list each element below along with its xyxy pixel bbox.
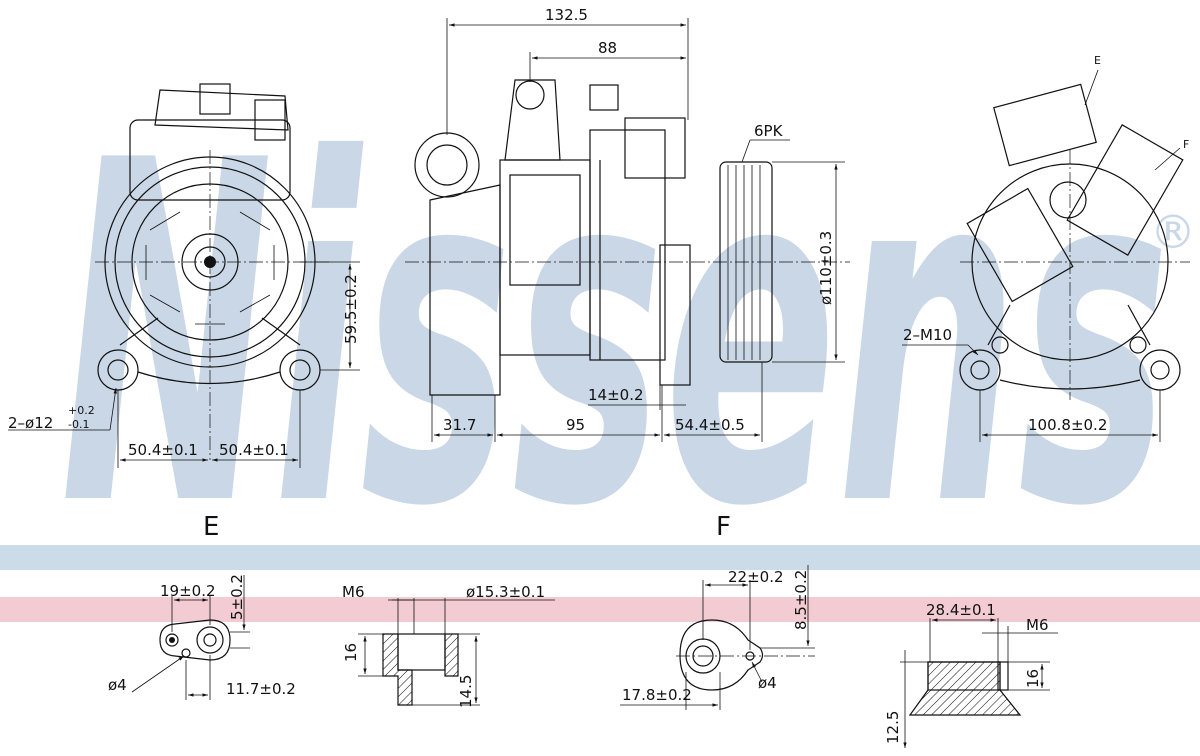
section-f-title: F <box>716 512 731 542</box>
section-f-width-dim: 17.8±0.2 <box>622 686 692 704</box>
side-seg-right-dim: 54.4±0.5 <box>675 416 745 434</box>
section-f-depth-top: 16 <box>1024 669 1042 688</box>
side-step-dim: 14±0.2 <box>588 386 644 404</box>
front-hole-spec: 2–ø12 <box>8 414 53 432</box>
section-f: F 22±0.2 8.5±0.2 ø4 17.8±0.2 28.4±0.1 M6 <box>620 512 1058 748</box>
section-e-title: E <box>203 512 219 542</box>
section-e-depth-top: 16 <box>342 643 360 662</box>
front-right-half-dim: 50.4±0.1 <box>219 441 289 459</box>
section-f-thread: M6 <box>1026 616 1049 634</box>
front-left-half-dim: 50.4±0.1 <box>128 441 198 459</box>
section-e-offset-dim: 5±0.2 <box>228 574 246 620</box>
section-f-bore-dia: 28.4±0.1 <box>926 601 996 619</box>
section-e: E 19±0.2 5±0.2 ø4 11.7±0.2 M6 ø15.3±0.1 <box>108 512 555 708</box>
rear-hole-spacing-dim: 100.8±0.2 <box>1028 416 1107 434</box>
section-f-hole-dia: ø4 <box>758 674 777 692</box>
side-port-offset-dim: 88 <box>598 39 617 57</box>
section-e-width-dim: 11.7±0.2 <box>226 680 296 698</box>
front-height-dim: 59.5±0.2 <box>342 274 360 344</box>
section-e-thread: M6 <box>342 583 365 601</box>
registered-mark: ® <box>1150 205 1196 259</box>
blue-band <box>0 545 1200 570</box>
section-f-offset-dim: 8.5±0.2 <box>792 570 810 630</box>
section-e-spacing-dim: 19±0.2 <box>160 582 216 600</box>
side-overall-length-dim: 132.5 <box>545 6 588 24</box>
rear-view: E F 2–M10 100.8±0.2 <box>902 54 1190 442</box>
pulley-diameter-dim: ø110±0.3 <box>817 231 835 305</box>
side-view: 132.5 88 6PK ø110±0.3 14±0.2 31.7 95 54.… <box>405 6 850 442</box>
side-seg-left-dim: 31.7 <box>443 416 476 434</box>
brand-watermark: Nissens <box>60 62 1170 609</box>
section-e-bore-dia: ø15.3±0.1 <box>466 583 545 601</box>
section-e-depth-total: 14.5 <box>457 675 475 708</box>
view-e-marker: E <box>1094 54 1101 67</box>
section-f-depth-total: 12.5 <box>884 711 902 744</box>
view-f-marker: F <box>1183 138 1189 151</box>
rear-thread-spec: 2–M10 <box>903 326 952 344</box>
side-seg-mid-dim: 95 <box>566 416 585 434</box>
front-hole-tol-lower: -0.1 <box>68 418 89 431</box>
section-e-hole-dia: ø4 <box>108 676 127 694</box>
front-view: 59.5±0.2 50.4±0.1 50.4±0.1 2–ø12 +0.2 -0… <box>8 83 360 468</box>
front-hole-tol-upper: +0.2 <box>68 404 95 417</box>
section-f-spacing-dim: 22±0.2 <box>728 568 784 586</box>
belt-profile-label: 6PK <box>754 122 784 140</box>
